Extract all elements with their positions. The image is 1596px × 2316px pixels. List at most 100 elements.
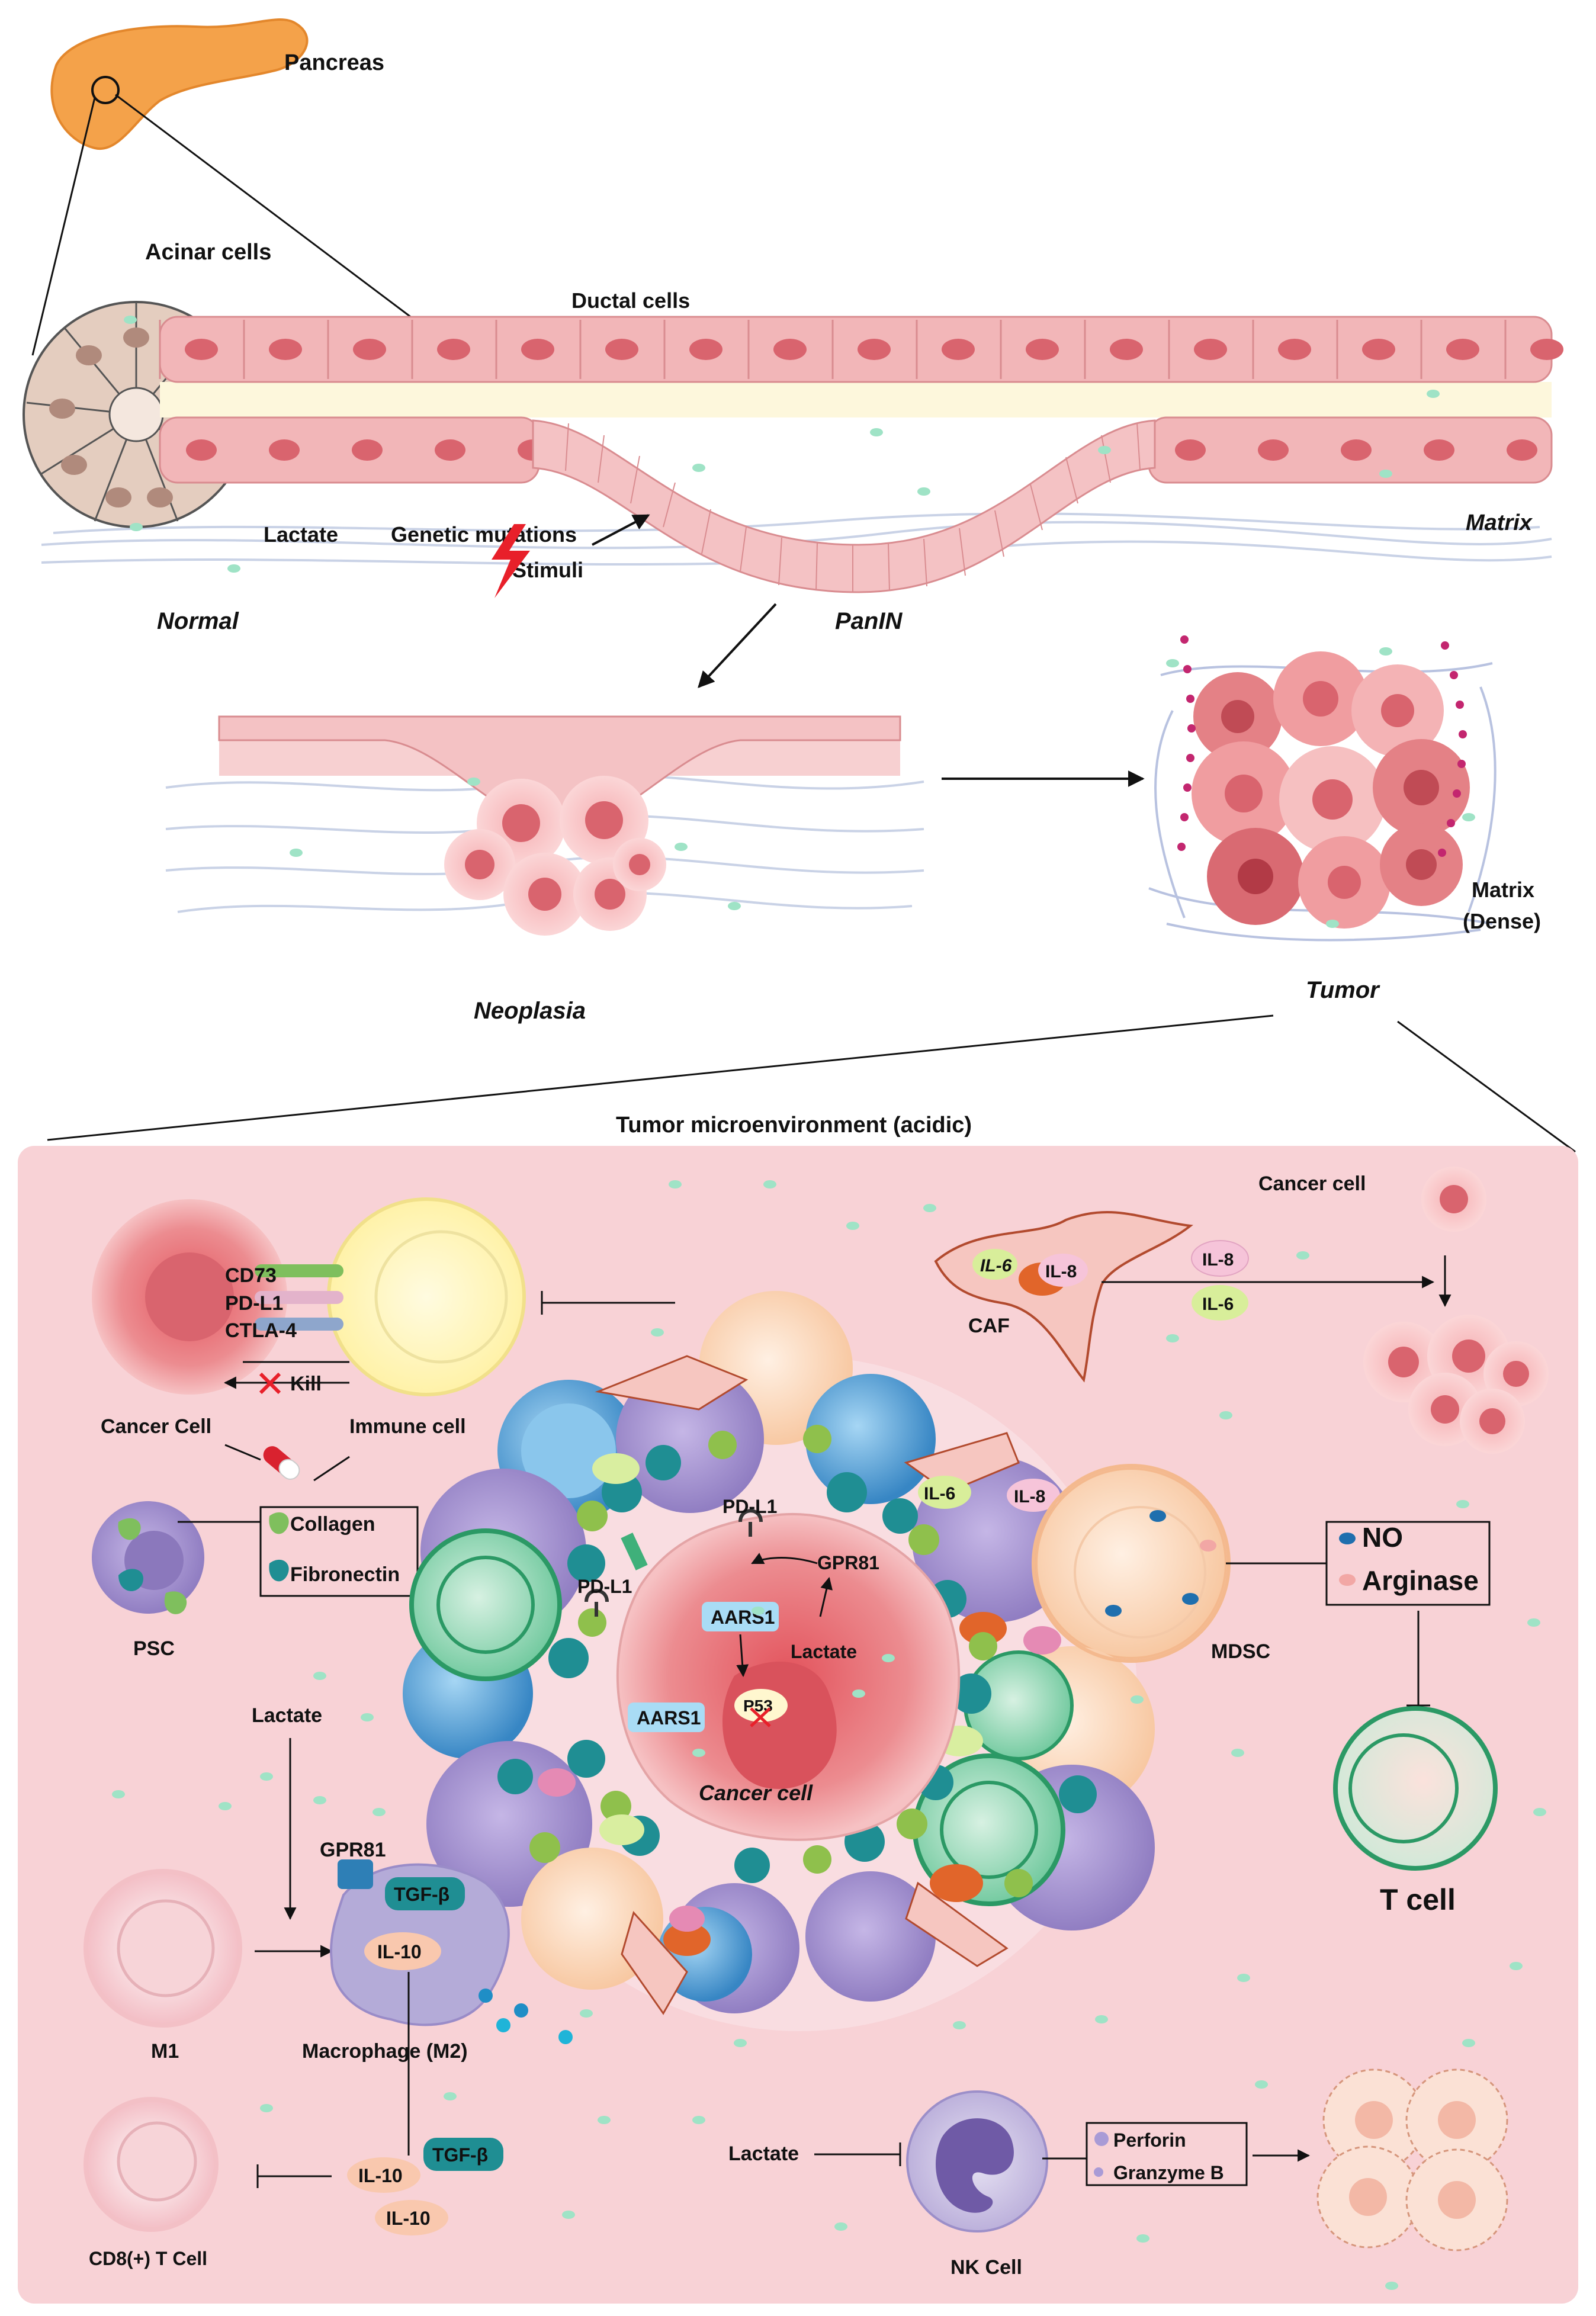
- tme-title: Tumor microenvironment (acidic): [616, 1113, 972, 1138]
- m1-cell: [84, 1869, 242, 2028]
- gpr81-arrow: [751, 1553, 818, 1565]
- no-label: NO: [1362, 1522, 1403, 1553]
- caf-il8-label: IL-8: [1045, 1262, 1077, 1281]
- pdl1-receptor-left: [585, 1589, 609, 1617]
- matrix-dense-label-1: Matrix: [1472, 878, 1534, 902]
- collagen-label: Collagen: [290, 1513, 375, 1536]
- central-cluster: [403, 1291, 1227, 2015]
- collagen-icon: [269, 1512, 289, 1534]
- granzyme-label: Granzyme B: [1113, 2162, 1224, 2183]
- perforin-label: Perforin: [1113, 2129, 1186, 2151]
- normal-label: Normal: [157, 608, 239, 634]
- blocked-x-icon: [259, 1372, 281, 1395]
- il10-b-label: IL-10: [386, 2208, 431, 2229]
- acinar-label: Acinar cells: [145, 240, 271, 265]
- mdsc-legend-box: [1325, 1521, 1491, 1606]
- mdsc-label: MDSC: [1211, 1640, 1270, 1663]
- gpr81-mac-label: GPR81: [320, 1839, 386, 1861]
- pdl1-receptor-top: [738, 1509, 763, 1537]
- pdl1-checkpoint-label: PD-L1: [225, 1292, 283, 1315]
- secreted-il6-badge: [1192, 1285, 1248, 1321]
- il10-a-label: IL-10: [358, 2165, 403, 2186]
- duct-lumen: [160, 382, 1552, 417]
- gpr81-center-label: GPR81: [817, 1552, 879, 1573]
- granzyme-icon: [1094, 2167, 1103, 2177]
- tumor-illustration: [1148, 635, 1497, 942]
- macrophage-label: Macrophage (M2): [302, 2040, 468, 2063]
- il10-mac-label: IL-10: [377, 1941, 422, 1962]
- zoom-line-tme-left: [47, 1014, 1274, 1141]
- caf-il6-badge: [972, 1249, 1017, 1280]
- psc-cell: [92, 1501, 204, 1614]
- genetic-mutations-label: Genetic mutations: [391, 522, 577, 547]
- duct-lower-wall: [159, 416, 1553, 484]
- panin-label: PanIN: [835, 608, 903, 634]
- cancer-cell-label-left: Cancer Cell: [101, 1415, 211, 1438]
- caf-il8-badge: [1038, 1254, 1088, 1287]
- matrix-dense-label-2: (Dense): [1463, 909, 1541, 933]
- pancreas-organ: [50, 18, 309, 150]
- zoom-line-right: [115, 94, 415, 321]
- il8-mid-label: IL-8: [1014, 1487, 1045, 1506]
- m1-label: M1: [151, 2040, 179, 2063]
- aars1-b-label: AARS1: [637, 1707, 701, 1729]
- secreted-il8-badge: [1191, 1240, 1249, 1277]
- aars1-a-label: AARS1: [711, 1607, 775, 1628]
- lactate-left-label: Lactate: [252, 1704, 322, 1727]
- zoom-line-left: [31, 97, 96, 356]
- immune-cell-label: Immune cell: [349, 1415, 466, 1438]
- caf-il6-label: IL-6: [980, 1256, 1012, 1276]
- arrow-to-neoplasia: [698, 603, 777, 689]
- neoplasia-illustration: [165, 715, 924, 936]
- psc-label: PSC: [133, 1637, 175, 1660]
- il10-a-badge: [347, 2157, 420, 2193]
- cancer-cell-center-label: Cancer cell: [699, 1781, 813, 1805]
- panin-dip: [532, 419, 1156, 593]
- t-cell-label: T cell: [1380, 1883, 1456, 1916]
- tgfb-mac-badge: [385, 1877, 465, 1910]
- checkpoint-group: [92, 1197, 526, 1396]
- kill-label: Kill: [290, 1373, 322, 1395]
- p53-label: P53: [743, 1697, 773, 1715]
- matrix-label: Matrix: [1466, 510, 1533, 535]
- arginase-icon: [1339, 1574, 1356, 1586]
- p53-blocked-x-icon: [750, 1707, 771, 1727]
- t-cell: [1333, 1706, 1498, 1871]
- duct-upper-wall: [159, 316, 1563, 383]
- drug-capsule-icon: [263, 1446, 300, 1480]
- perforin-icon: [1094, 2132, 1109, 2146]
- secreted-il6-label: IL-6: [1202, 1294, 1234, 1314]
- lactate-nk-label: Lactate: [728, 2142, 799, 2165]
- il10-b-badge: [375, 2200, 448, 2235]
- pdl1-left-label: PD-L1: [577, 1576, 632, 1597]
- arrow-to-panin: [592, 514, 650, 546]
- tgfb-low-label: TGF-β: [432, 2144, 488, 2166]
- stimuli-label: Stimuli: [512, 558, 583, 582]
- tgfb-mac-label: TGF-β: [394, 1884, 449, 1905]
- lightning-icon: [492, 524, 530, 598]
- nk-label: NK Cell: [950, 2256, 1022, 2279]
- psc-legend-box: [259, 1506, 419, 1597]
- nk-cell: [906, 2090, 1048, 2233]
- single-cancer-cell: [1421, 1167, 1486, 1232]
- cancer-cell-label-right: Cancer cell: [1258, 1173, 1366, 1195]
- cd8-t-cell: [84, 2097, 219, 2232]
- tumor-label: Tumor: [1306, 977, 1380, 1003]
- fibronectin-icon: [269, 1559, 289, 1582]
- arginase-label: Arginase: [1362, 1565, 1479, 1596]
- nk-legend-box: [1086, 2122, 1248, 2186]
- lactate-label-top: Lactate: [264, 522, 338, 547]
- no-icon: [1339, 1533, 1356, 1544]
- lactate-center-label: Lactate: [791, 1641, 857, 1662]
- pancreas-label: Pancreas: [284, 50, 384, 75]
- lactate-dots: [112, 316, 1546, 2290]
- ctla4-label: CTLA-4: [225, 1319, 297, 1342]
- ductal-label: Ductal cells: [571, 288, 690, 313]
- p53-badge: [734, 1689, 788, 1722]
- il10-mac-badge: [364, 1932, 441, 1970]
- dying-cancer-cells: [1316, 2068, 1508, 2251]
- pdl1-top-label: PD-L1: [722, 1496, 777, 1517]
- cd73-label: CD73: [225, 1264, 277, 1287]
